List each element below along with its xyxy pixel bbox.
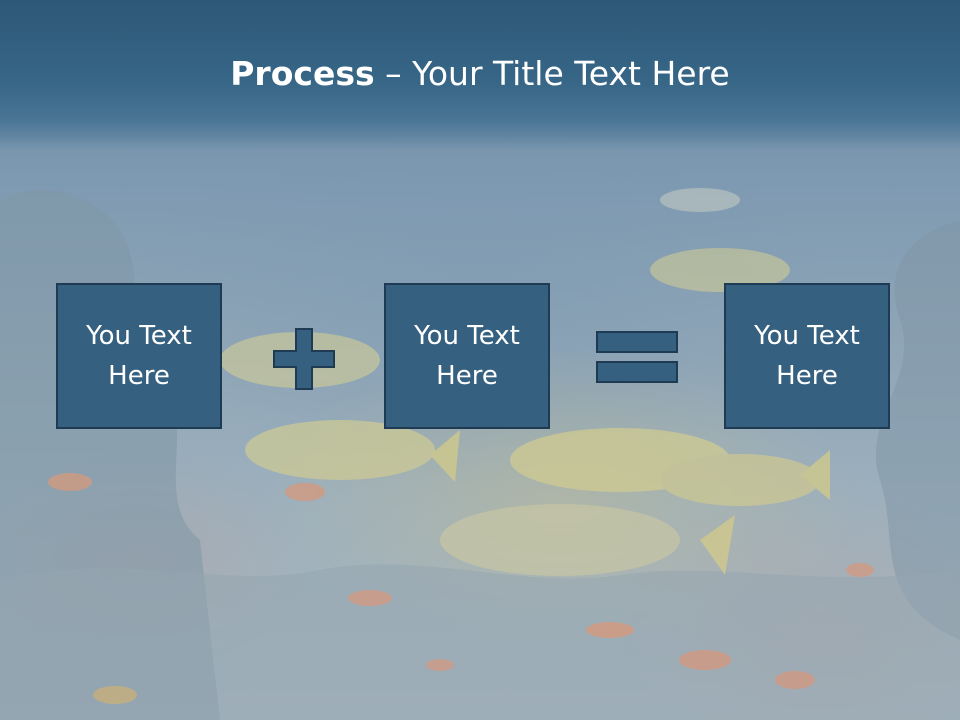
- title-band: [0, 0, 960, 150]
- text-box-1[interactable]: You Text Here: [56, 283, 222, 429]
- text-box-2[interactable]: You Text Here: [384, 283, 550, 429]
- underwater-background-image: [0, 188, 960, 720]
- text-box-2-label: You Text Here: [414, 321, 520, 391]
- text-box-3-label: You Text Here: [754, 321, 860, 391]
- reef-bottom: [0, 564, 960, 720]
- text-box-1-label: You Text Here: [86, 321, 192, 391]
- orange-fish: [48, 473, 874, 704]
- plus-icon: [273, 328, 335, 390]
- reef-right: [875, 220, 960, 640]
- slide-title-bold: Process: [230, 54, 375, 93]
- equals-icon: [596, 331, 678, 383]
- text-box-3[interactable]: You Text Here: [724, 283, 890, 429]
- slide-title: Process – Your Title Text Here: [0, 50, 960, 98]
- slide-title-rest: – Your Title Text Here: [374, 54, 730, 93]
